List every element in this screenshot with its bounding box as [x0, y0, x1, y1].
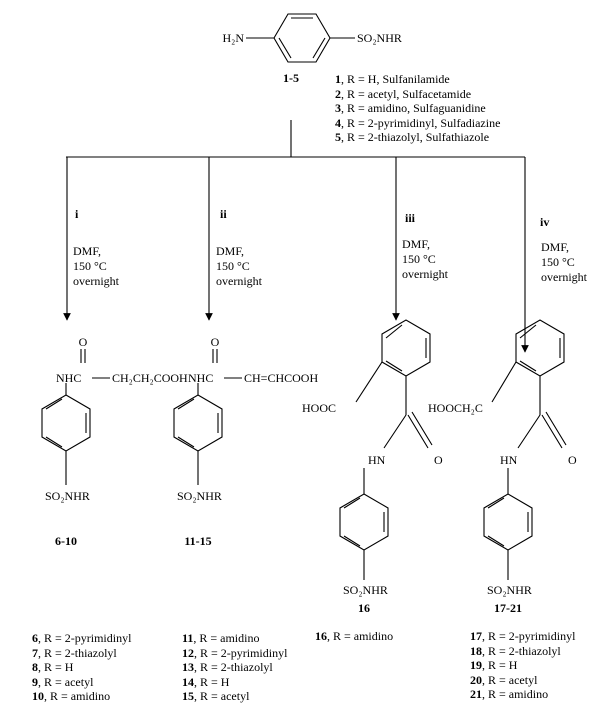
route-iv-temp: 150 °C — [541, 255, 575, 269]
legend-item: 7, R = 2-thiazolyl — [32, 645, 117, 660]
start-amine-label: H₂N — [222, 31, 244, 45]
product-6-10-code: 6-10 — [55, 534, 77, 548]
start-code: 1-5 — [283, 71, 299, 85]
product-16-aryl-ring — [339, 493, 389, 551]
legend-item: 8, R = H — [32, 660, 74, 674]
product-17-21-phthalic-ring — [515, 319, 565, 377]
legend-item: 3, R = amidino, Sulfaguanidine — [335, 101, 486, 115]
product-11-15-legend: 11, R = amidino 12, R = 2-pyrimidinyl 13… — [182, 631, 287, 704]
product-16-acid-bond — [355, 361, 383, 403]
route-iii-time: overnight — [402, 267, 449, 281]
product-16-code: 16 — [358, 601, 370, 615]
product-16-acid: HOOC — [302, 401, 336, 415]
product-16-phthalic-ring — [381, 319, 431, 377]
product-6-10-oxygen: O — [79, 335, 88, 349]
legend-item: 12, R = 2-pyrimidinyl — [182, 645, 288, 660]
legend-item: 6, R = 2-pyrimidinyl — [32, 631, 132, 645]
start-legend: 1, R = H, Sulfanilamide 2, R = acetyl, S… — [335, 72, 500, 145]
product-6-10-amide-label: NHC — [56, 371, 81, 385]
product-17-21-sulfonamide: SO₂NHR — [487, 583, 532, 597]
product-11-15-sulfonamide: SO₂NHR — [177, 489, 222, 503]
product-11-15-code: 11-15 — [184, 534, 211, 548]
product-6-10-legend: 6, R = 2-pyrimidinyl 7, R = 2-thiazolyl … — [32, 631, 131, 704]
legend-item: 20, R = acetyl — [470, 672, 538, 687]
route-iii-temp: 150 °C — [402, 252, 436, 266]
product-16-nh: HN — [368, 453, 386, 467]
product-17-21-aryl-ring — [483, 493, 533, 551]
route-ii-time: overnight — [216, 274, 263, 288]
product-17-21-oxygen: O — [568, 453, 577, 467]
product-6-10-ring — [41, 394, 91, 452]
legend-item: 2, R = acetyl, Sulfacetamide — [335, 86, 472, 101]
legend-item: 9, R = acetyl — [32, 674, 94, 689]
route-i-solvent: DMF, — [73, 244, 101, 258]
route-i-step: i — [75, 207, 79, 221]
route-ii-solvent: DMF, — [216, 244, 244, 258]
product-17-21-acid: HOOCH₂C — [428, 401, 483, 415]
product-16-carbonyl-double-bond — [407, 414, 429, 449]
legend-item: 15, R = acetyl — [182, 689, 250, 703]
legend-item: 19, R = H — [470, 658, 518, 672]
product-16-carbonyl-double-bond-2 — [411, 411, 433, 446]
product-17-21-nh-bond — [517, 414, 541, 449]
legend-item: 14, R = H — [182, 674, 230, 689]
route-i-time: overnight — [73, 274, 120, 288]
product-17-21-acid-bond — [491, 361, 517, 403]
route-iii-solvent: DMF, — [402, 237, 430, 251]
product-16-nh-bond — [383, 414, 407, 449]
product-17-21-carbonyl-double-bond-2 — [545, 411, 567, 446]
route-i-temp: 150 °C — [73, 259, 107, 273]
product-17-21-legend: 17, R = 2-pyrimidinyl 18, R = 2-thiazoly… — [470, 629, 575, 702]
route-iv-time: overnight — [541, 270, 588, 284]
start-benzene-ring — [273, 13, 331, 63]
product-11-15-oxygen: O — [211, 335, 220, 349]
start-sulfonamide-label: SO₂NHR — [357, 31, 402, 45]
legend-item: 5, R = 2-thiazolyl, Sulfathiazole — [335, 130, 490, 144]
route-iv-step: iv — [540, 215, 549, 229]
legend-item: 16, R = amidino — [315, 629, 394, 643]
route-iv-solvent: DMF, — [541, 240, 569, 254]
route-ii-temp: 150 °C — [216, 259, 250, 273]
product-6-10-sulfonamide: SO₂NHR — [45, 489, 90, 503]
product-11-15-chain: CH=CHCOOH — [244, 371, 318, 385]
product-16-sulfonamide: SO₂NHR — [343, 583, 388, 597]
product-16-oxygen: O — [434, 453, 443, 467]
legend-item: 18, R = 2-thiazolyl — [470, 643, 561, 658]
product-17-21-nh: HN — [500, 453, 518, 467]
product-11-15-amide-label: NHC — [188, 371, 213, 385]
legend-item: 4, R = 2-pyrimidinyl, Sulfadiazine — [335, 115, 501, 130]
legend-item: 10, R = amidino — [32, 689, 111, 703]
legend-item: 17, R = 2-pyrimidinyl — [470, 629, 576, 643]
legend-item: 13, R = 2-thiazolyl — [182, 660, 273, 674]
legend-item: 1, R = H, Sulfanilamide — [335, 72, 450, 86]
route-ii-step: ii — [220, 207, 227, 221]
product-16-legend: 16, R = amidino — [315, 629, 393, 644]
product-17-21-carbonyl-double-bond — [541, 414, 563, 449]
product-17-21-code: 17-21 — [494, 601, 522, 615]
product-11-15-ring — [173, 394, 223, 452]
legend-item: 11, R = amidino — [182, 631, 260, 645]
product-6-10-chain: CH₂CH₂COOH — [112, 371, 188, 385]
legend-item: 21, R = amidino — [470, 687, 549, 701]
route-iii-step: iii — [405, 211, 416, 225]
